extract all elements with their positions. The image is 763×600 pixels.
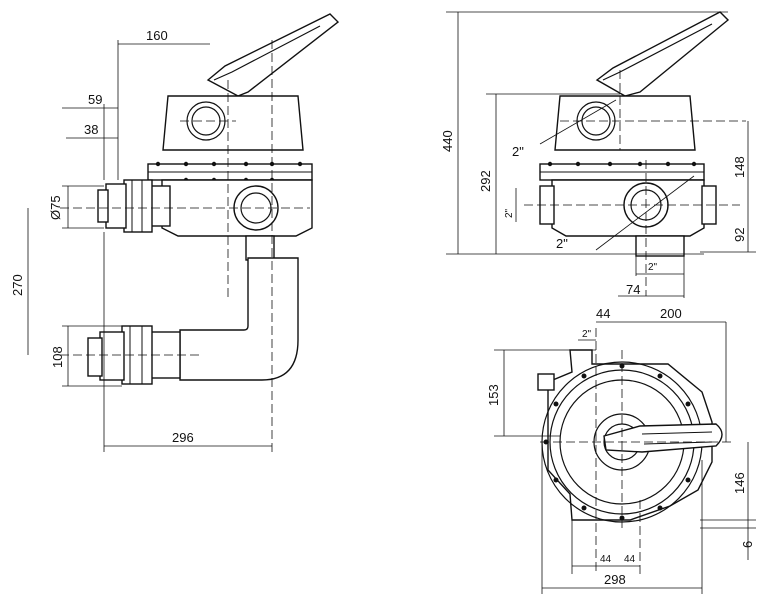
dim-38: 38 [84, 122, 98, 137]
side-elbow-pipe [179, 257, 299, 381]
dim-298: 298 [604, 572, 626, 587]
dim-200: 200 [660, 306, 682, 321]
dim-59: 59 [88, 92, 102, 107]
side-view: 160 59 38 Ø75 270 108 296 [10, 13, 340, 452]
dim-2in-bottom: 2" [648, 262, 658, 273]
dim-153: 153 [486, 384, 501, 406]
top-view: 44 200 2" 153 146 6 44 44 298 [486, 306, 756, 594]
dim-44-top: 44 [596, 306, 610, 321]
front-view: 440 292 148 92 2" 2" 2" 2" 74 [440, 11, 756, 298]
dim-44-left: 44 [600, 554, 612, 565]
dim-148: 148 [732, 156, 747, 178]
dim-74: 74 [626, 282, 640, 297]
top-handle [603, 423, 723, 453]
dim-92: 92 [732, 228, 747, 242]
front-valve-top [554, 95, 696, 151]
dim-2in-top: 2" [512, 144, 524, 159]
dim-108: 108 [50, 346, 65, 368]
dim-296: 296 [172, 430, 194, 445]
side-valve-top [162, 95, 304, 151]
dim-146: 146 [732, 472, 747, 494]
dim-160: 160 [146, 28, 168, 43]
dim-270: 270 [10, 274, 25, 296]
dim-2in-top-view: 2" [582, 329, 592, 340]
dim-292: 292 [478, 170, 493, 192]
dim-2in-left: 2" [504, 208, 515, 218]
dim-diameter-75: Ø75 [48, 195, 63, 220]
front-handle [595, 11, 730, 97]
dim-6: 6 [740, 541, 755, 548]
dim-44-right: 44 [624, 554, 636, 565]
dim-440: 440 [440, 130, 455, 152]
dim-2in-mid: 2" [556, 236, 568, 251]
